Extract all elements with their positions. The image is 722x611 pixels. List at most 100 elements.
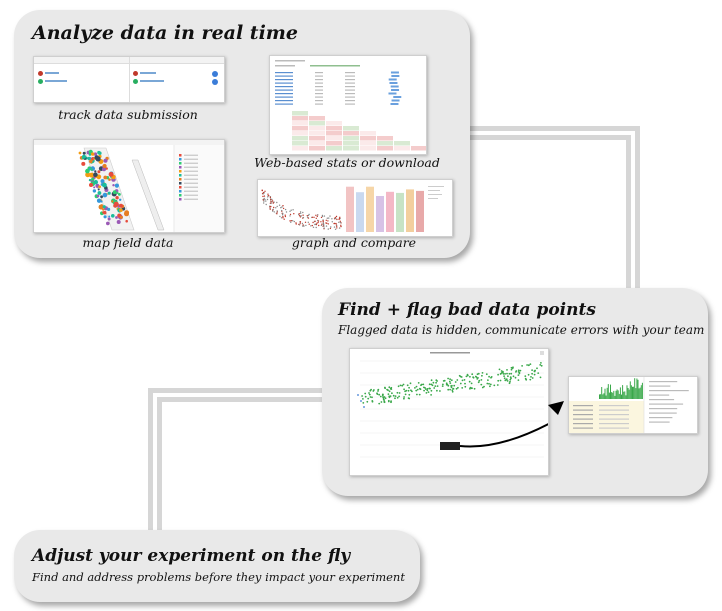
scatter-point	[426, 389, 429, 392]
graph-point	[334, 216, 336, 219]
scatter-point	[539, 364, 542, 366]
map-point	[93, 172, 98, 177]
corr-cell	[309, 131, 325, 136]
graph-point	[312, 226, 315, 228]
scatter-point	[533, 373, 536, 376]
graph-point	[321, 223, 323, 225]
stats-row-spark	[391, 89, 400, 91]
map-point	[103, 175, 108, 180]
map-point	[100, 179, 105, 184]
graph-point	[323, 215, 326, 217]
map-point	[107, 191, 111, 195]
map-point	[92, 189, 97, 193]
scatter-point	[502, 373, 505, 375]
scatter-point	[383, 396, 386, 398]
stats-row-spark	[391, 75, 400, 77]
graph-point	[300, 212, 302, 214]
graph-point	[318, 224, 320, 227]
corr-cell	[360, 131, 376, 136]
scatter-point	[480, 383, 483, 386]
map-point	[89, 183, 93, 187]
scatter-point	[458, 374, 461, 377]
map-legend-label	[184, 154, 198, 156]
map-thumb	[33, 139, 225, 233]
map-point	[119, 203, 123, 208]
analyze-title: Analyze data in real time	[32, 22, 298, 44]
map-point	[115, 196, 119, 200]
graph-point	[328, 217, 330, 219]
stats-row-value	[315, 86, 323, 88]
scatter-point	[493, 384, 496, 387]
scatter-point	[364, 395, 367, 398]
map-point	[98, 185, 101, 189]
detail-bar	[610, 384, 611, 399]
detail-bar	[627, 388, 629, 399]
scatter-point	[531, 377, 534, 379]
graph-point	[331, 218, 333, 220]
stats-row-spark	[390, 85, 399, 88]
scatter-point	[448, 380, 451, 383]
graph-point	[266, 198, 269, 201]
scatter-point	[433, 387, 436, 389]
graph-point	[320, 216, 323, 219]
detail-bar	[639, 387, 641, 399]
scatter-point	[398, 392, 401, 394]
detail-bar	[615, 390, 617, 399]
scatter-point	[415, 385, 418, 388]
map-point	[103, 158, 108, 163]
graph-point	[311, 224, 313, 227]
graph-point	[292, 220, 294, 222]
detail-side-line	[649, 390, 689, 392]
graph-point	[273, 206, 275, 209]
map-point	[96, 194, 100, 198]
scatter-point	[398, 395, 400, 398]
graph-point	[308, 223, 310, 225]
map-point	[119, 208, 123, 212]
scatter-point	[445, 383, 448, 386]
scatter-point	[388, 390, 391, 393]
stats-caption: Web-based stats or download	[254, 155, 440, 170]
scatter-point	[528, 364, 530, 366]
graph-point	[269, 208, 271, 210]
map-legend-label	[184, 158, 198, 160]
map-point	[106, 221, 110, 226]
scatter-point	[383, 399, 385, 401]
corr-cell	[377, 146, 393, 151]
graph-point	[290, 221, 292, 223]
scatter-point	[487, 379, 489, 381]
scatter-point	[451, 390, 454, 393]
detail-bar	[636, 378, 638, 399]
scatter-point	[527, 373, 530, 376]
scatter-point	[372, 390, 375, 392]
detail-bar	[611, 392, 613, 399]
scatter-point	[390, 386, 393, 389]
corr-cell	[292, 146, 308, 151]
graph-point	[303, 225, 305, 227]
graph-point	[282, 214, 284, 216]
scatter-point	[529, 378, 532, 381]
graph-point	[275, 207, 277, 209]
scatter-point	[408, 386, 410, 389]
graph-point	[273, 201, 275, 203]
detail-bar	[623, 391, 625, 399]
detail-row-value	[599, 423, 629, 425]
graph-point	[284, 214, 286, 216]
detail-side-line	[649, 394, 670, 396]
map-point	[102, 192, 108, 198]
stats-row-spark	[389, 82, 398, 84]
corr-cell	[309, 121, 325, 126]
scatter-point	[430, 383, 433, 386]
stats-row-spark	[388, 78, 397, 81]
detail-bar	[634, 378, 636, 399]
graph-point	[302, 211, 304, 214]
scatter-point	[377, 388, 380, 391]
scatter-point	[531, 372, 533, 375]
scatter-point	[456, 379, 459, 381]
graph-point	[265, 200, 267, 202]
detail-row-label	[573, 405, 593, 407]
graph-point	[320, 221, 322, 223]
detail-side-line	[649, 417, 673, 419]
graph-point	[264, 198, 266, 201]
graph-point	[269, 196, 272, 199]
scatter-point	[441, 385, 444, 387]
